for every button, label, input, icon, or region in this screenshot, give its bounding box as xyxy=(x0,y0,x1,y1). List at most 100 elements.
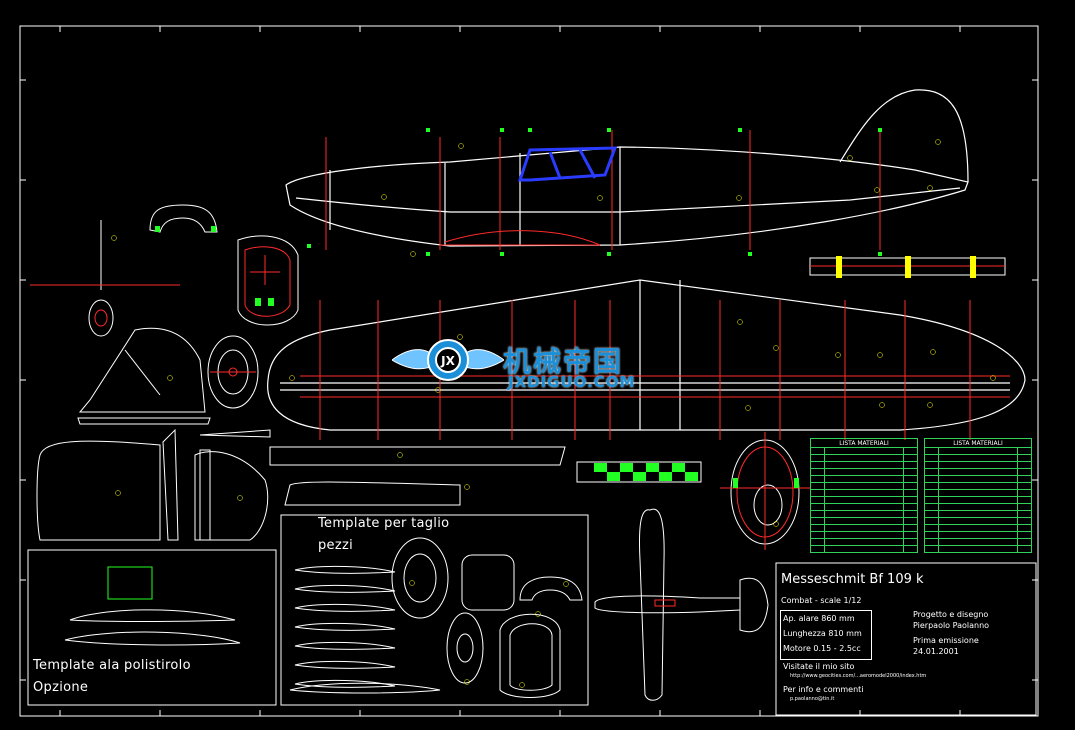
material-cell xyxy=(1017,531,1032,539)
material-cell xyxy=(903,475,918,483)
material-cell xyxy=(823,482,905,490)
section-marker xyxy=(528,128,532,132)
part-number-bubble xyxy=(927,185,933,191)
material-cell xyxy=(937,468,1019,476)
material-cell xyxy=(810,510,825,518)
materials-list-left: LISTA MATERIALI xyxy=(810,438,918,553)
former-template-inner xyxy=(456,633,474,663)
section-marker xyxy=(426,128,430,132)
material-cell xyxy=(810,531,825,539)
materials-list-right: LISTA MATERIALI xyxy=(924,438,1032,553)
material-cell xyxy=(1017,510,1032,518)
material-cell xyxy=(1017,482,1032,490)
material-cell xyxy=(903,510,918,518)
material-cell xyxy=(937,531,1019,539)
tailplane-top-view xyxy=(809,256,1006,278)
material-cell xyxy=(823,531,905,539)
material-cell xyxy=(810,454,825,462)
section-marker xyxy=(738,128,742,132)
material-cell xyxy=(823,468,905,476)
issue-date: 24.01.2001 xyxy=(913,647,959,656)
material-cell xyxy=(937,545,1019,553)
wing-airfoil-templates xyxy=(64,609,241,646)
part-number-bubble xyxy=(519,682,525,688)
material-row xyxy=(810,538,918,546)
cut-template-caption-2: pezzi xyxy=(318,538,354,553)
material-row xyxy=(924,545,1032,553)
section-marker xyxy=(426,252,430,256)
material-cell xyxy=(924,510,939,518)
spec-length: Lunghezza 810 mm xyxy=(783,629,862,638)
watermark-url: JXDIGUO.COM xyxy=(508,373,636,391)
rib-template xyxy=(294,603,396,612)
part-number-bubble xyxy=(737,319,743,325)
material-row xyxy=(924,454,1032,462)
material-row xyxy=(810,496,918,504)
material-cell xyxy=(810,482,825,490)
material-cell xyxy=(810,461,825,469)
material-cell xyxy=(1017,447,1032,455)
material-row xyxy=(810,482,918,490)
part-number-bubble xyxy=(458,143,464,149)
material-row xyxy=(810,524,918,532)
former-template xyxy=(391,537,449,619)
cut-template-parts xyxy=(289,537,583,698)
svg-text:JX: JX xyxy=(440,354,455,368)
part-number-leaders xyxy=(111,139,996,688)
material-cell xyxy=(823,524,905,532)
part-number-bubble xyxy=(409,580,415,586)
material-cell xyxy=(903,496,918,504)
material-row xyxy=(810,454,918,462)
material-row xyxy=(924,489,1032,497)
materials-title-right: LISTA MATERIALI xyxy=(924,438,1032,448)
former-template-inner xyxy=(509,623,553,691)
issue-label: Prima emissione xyxy=(913,636,979,645)
rib-template xyxy=(289,682,441,694)
part-number-bubble xyxy=(457,334,463,340)
drawing-frame xyxy=(19,25,1039,717)
part-number-bubble xyxy=(773,521,779,527)
fuselage-side-view xyxy=(285,89,969,247)
material-cell xyxy=(937,503,1019,511)
part-number-bubble xyxy=(990,375,996,381)
contact-email[interactable]: p.paolanno@tin.it xyxy=(790,696,835,702)
material-row xyxy=(924,538,1032,546)
part-number-bubble xyxy=(877,352,883,358)
material-row xyxy=(810,531,918,539)
material-cell xyxy=(903,461,918,469)
site-link[interactable]: http://www.geocities.com/...aeromodel200… xyxy=(790,673,927,679)
material-row xyxy=(810,545,918,553)
material-cell xyxy=(924,524,939,532)
design-label: Progetto e disegno xyxy=(913,610,989,619)
rib-template xyxy=(294,679,396,688)
part-number-bubble xyxy=(597,195,603,201)
part-number-bubble xyxy=(773,345,779,351)
material-cell xyxy=(1017,538,1032,546)
material-row xyxy=(924,517,1032,525)
material-cell xyxy=(823,503,905,511)
material-cell xyxy=(823,447,905,455)
material-cell xyxy=(937,517,1019,525)
material-row xyxy=(810,510,918,518)
part-number-bubble xyxy=(927,402,933,408)
material-row xyxy=(924,531,1032,539)
material-cell xyxy=(823,517,905,525)
scale-bar-cell xyxy=(594,463,607,472)
part-number-bubble xyxy=(410,251,416,257)
former-template xyxy=(499,613,561,698)
canopy-frame xyxy=(517,146,618,182)
material-cell xyxy=(823,489,905,497)
part-number-bubble xyxy=(847,155,853,161)
watermark-title: 机械帝国 xyxy=(503,345,624,378)
material-cell xyxy=(937,538,1019,546)
section-marker xyxy=(500,128,504,132)
spec-engine: Motore 0.15 - 2.5cc xyxy=(783,644,861,653)
material-cell xyxy=(903,468,918,476)
drawing-title: Messeschmit Bf 109 k xyxy=(781,572,924,587)
material-cell xyxy=(1017,503,1032,511)
material-cell xyxy=(924,461,939,469)
part-number-bubble xyxy=(835,352,841,358)
scale-bar-cell xyxy=(672,463,685,472)
material-cell xyxy=(823,475,905,483)
